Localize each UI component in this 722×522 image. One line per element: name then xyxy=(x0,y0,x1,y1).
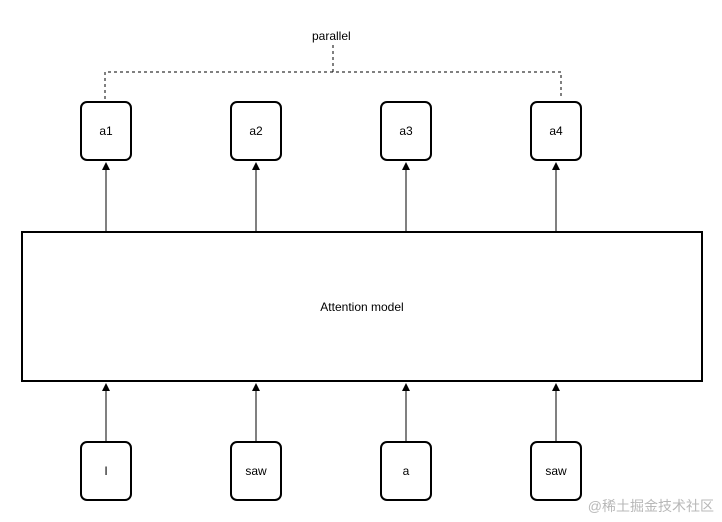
attention-model-box: Attention model xyxy=(21,231,703,382)
input-box-saw-1: saw xyxy=(230,441,282,501)
output-box-a4: a4 xyxy=(530,101,582,161)
output-box-a2: a2 xyxy=(230,101,282,161)
parallel-bracket xyxy=(104,71,562,99)
attention-model-label: Attention model xyxy=(320,299,404,314)
input-box-saw-2: saw xyxy=(530,441,582,501)
parallel-label: parallel xyxy=(312,29,351,43)
output-box-a1: a1 xyxy=(80,101,132,161)
input-box-a: a xyxy=(380,441,432,501)
input-box-I: I xyxy=(80,441,132,501)
output-box-a3: a3 xyxy=(380,101,432,161)
watermark: @稀土掘金技术社区 xyxy=(587,498,714,514)
